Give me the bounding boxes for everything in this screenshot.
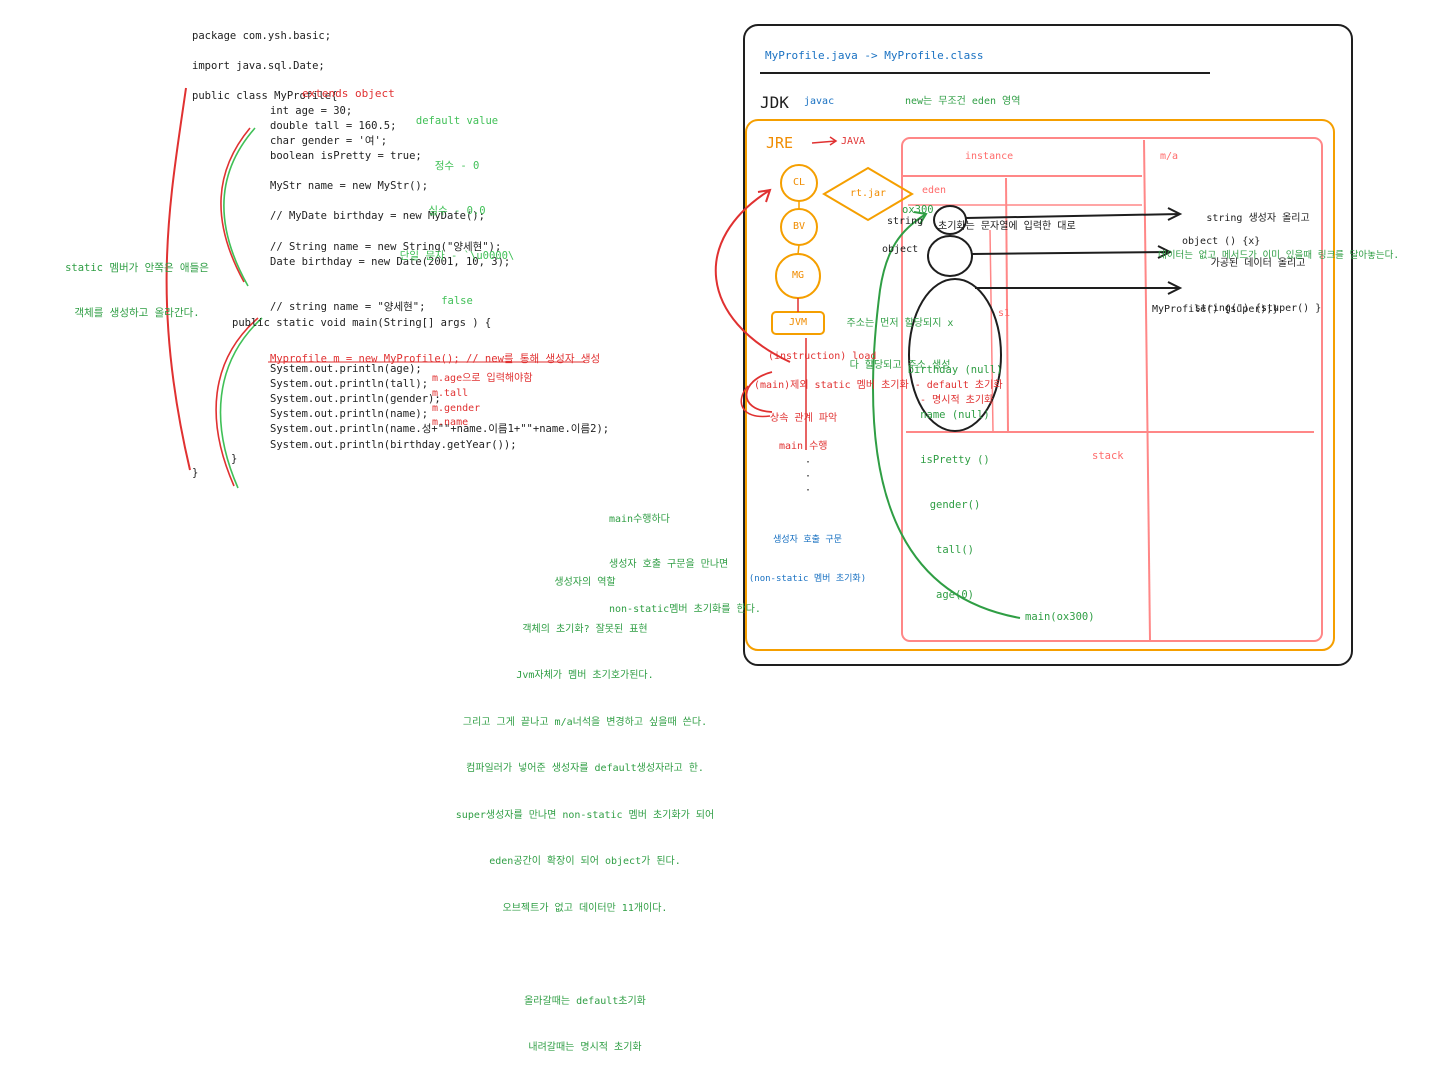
code-mydate-comment: // MyDate birthday = new MyDate(); xyxy=(270,210,485,222)
javac-label: javac xyxy=(804,96,835,107)
string-label: string xyxy=(887,216,924,227)
red-brace-fields xyxy=(220,127,251,283)
extends-note: extends object xyxy=(302,87,395,100)
explicit-init-step: - 명시적 초기화 xyxy=(920,395,994,406)
string-ctor-note: string 생성자 올리고 가공된 데이터 올리고 string(") {st… xyxy=(1194,213,1322,314)
jre-label: JRE xyxy=(766,134,794,152)
address-label: ox300 xyxy=(902,204,934,216)
code-field-gender: char gender = '여'; xyxy=(270,135,388,147)
address-alloc-note: 주소는 먼저 할당되지 x 다 할당되고 주소 생성 xyxy=(846,318,954,371)
instance-label: instance xyxy=(965,151,1014,162)
string-object xyxy=(933,205,967,235)
main-ref-arrow xyxy=(872,213,1021,619)
object-link xyxy=(971,251,1171,255)
rtjar-node xyxy=(822,166,914,222)
code-print-tall: System.out.println(tall); xyxy=(270,378,429,390)
bv-label: BV xyxy=(792,221,806,232)
static-member-note: static 멤버가 안쪽은 애들은 객체를 생성하고 올라간다. xyxy=(65,262,209,319)
instruction-load: (instruction) load xyxy=(768,351,877,362)
ctor-call-note: 생성자 호출 구문 (non-static 멤버 초기화) xyxy=(748,535,867,584)
jdk-label: JDK xyxy=(760,93,789,112)
main-flow-note: main수행하다 생성자 호출 구문을 만나면 non-static멤버 초기화… xyxy=(609,514,761,615)
code-string-comment2: // string name = "양세현"; xyxy=(270,301,426,313)
code-main-decl: public static void main(String[] args ) … xyxy=(232,317,492,329)
code-field-tall: double tall = 160.5; xyxy=(270,120,397,132)
jre-java-arrow xyxy=(811,140,837,144)
green-brace-fields xyxy=(223,127,256,287)
code-close-inner: } xyxy=(231,453,238,465)
object-fields: birthday (null) name (null) isPretty () … xyxy=(907,364,1003,601)
stack-label: stack xyxy=(1092,450,1124,462)
object-label: object xyxy=(882,244,919,255)
note-m-gender: m.gender xyxy=(432,403,481,414)
code-print-name2: System.out.println(name.성+""+name.이름1+""… xyxy=(270,423,610,435)
code-print-gender: System.out.println(gender); xyxy=(270,393,441,405)
red-brace-main xyxy=(215,317,259,487)
code-close-outer: } xyxy=(192,467,199,479)
red-brace-class xyxy=(165,87,191,471)
java-label: JAVA xyxy=(841,136,866,147)
jvm-label: JVM xyxy=(788,317,808,328)
code-date-line: Date birthday = new Date(2001, 10, 3); xyxy=(270,256,511,268)
code-field-age: int age = 30; xyxy=(270,105,353,117)
static-init-step: (main)제외 static 멤버 초기화 - default 초기화 xyxy=(754,380,1003,391)
string-init-note: 초기화는 문자열에 입력한 대로 xyxy=(938,221,1076,232)
flow-dots: ··· xyxy=(805,457,812,496)
code-mystr: MyStr name = new MyStr(); xyxy=(270,180,429,192)
constructor-role-note: 생성자의 역할 객체의 초기화? 잘못된 표현 Jvm자체가 멤버 초기호가된다… xyxy=(455,577,715,1053)
rtjar-label: rt.jar xyxy=(849,188,887,199)
string-link xyxy=(965,213,1181,219)
code-string-comment: // String name = new String("양세현"); xyxy=(270,241,502,253)
jre-frame xyxy=(745,119,1335,651)
mg-label: MG xyxy=(791,270,805,281)
jdk-frame xyxy=(743,24,1353,666)
green-brace-main xyxy=(219,317,263,489)
cl-label: CL xyxy=(792,177,806,188)
code-print-age: System.out.println(age); xyxy=(270,363,422,375)
ma-divider xyxy=(1143,139,1151,641)
red-loop-arrow xyxy=(714,189,791,363)
code-package: package com.ysh.basic; xyxy=(192,30,332,42)
object-note: 데이터는 없고 메서드가 이미 있을때 링크를 달아놓는다. xyxy=(1158,250,1400,261)
inheritance-step: 상속 관계 파악 xyxy=(770,413,838,424)
code-field-pretty: boolean isPretty = true; xyxy=(270,150,422,162)
s1-label: s1 xyxy=(998,308,1011,319)
note-m-tall: m.tall xyxy=(432,388,469,399)
note-m-name: m.name xyxy=(432,417,469,428)
main-ox-label: main(ox300) xyxy=(1025,611,1095,623)
myprofile-ctor: MyProfile() {super);} xyxy=(1152,304,1279,315)
whiteboard-drawing xyxy=(165,24,1353,666)
code-print-birthday: System.out.println(birthday.getYear()); xyxy=(270,439,517,451)
code-myprofile-line: Myprofile m = new MyProfile(); // new를 통… xyxy=(270,353,601,365)
memory-frame xyxy=(901,137,1323,642)
diagram-header: MyProfile.java -> MyProfile.class xyxy=(765,49,984,62)
object-object xyxy=(927,235,973,277)
object-ctor: object () {x} xyxy=(1182,236,1261,247)
code-class-decl: public class MyProfile{ xyxy=(192,90,338,102)
note-m-age: m.age으로 입력해야함 xyxy=(432,373,533,384)
code-print-name: System.out.println(name); xyxy=(270,408,429,420)
eden-note: new는 무조건 eden 영역 xyxy=(905,96,1021,107)
ma-label: m/a xyxy=(1160,151,1179,162)
default-value-note: default value 정수 - 0 실수 - 0.0 단일 문자 - `\… xyxy=(399,115,515,307)
eden-col xyxy=(1005,177,1009,433)
myprofile-object xyxy=(908,278,1002,432)
red-loop-arrow2 xyxy=(745,371,773,413)
code-import: import java.sql.Date; xyxy=(192,60,325,72)
eden-label: eden xyxy=(922,185,947,196)
main-run-step: main 수행 xyxy=(779,441,828,452)
